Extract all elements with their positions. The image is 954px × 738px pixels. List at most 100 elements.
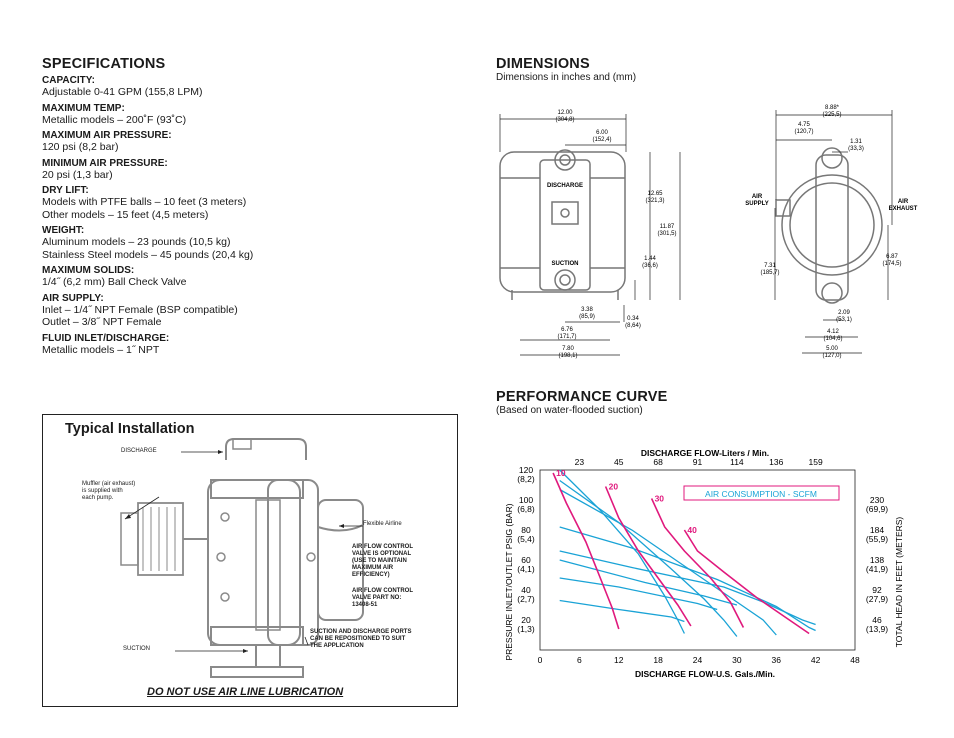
pressure-curve-line xyxy=(559,599,685,623)
dim-front-12-65: 12.65 xyxy=(647,191,663,197)
svg-text:(85,9): (85,9) xyxy=(579,314,595,320)
y2-tick-label: 92 xyxy=(872,585,882,595)
spec-values: 1/4˝ (6,2 mm) Ball Check Valve xyxy=(42,276,342,289)
dim-front-6: 6.00 xyxy=(596,130,608,136)
x-tick-label: 12 xyxy=(614,655,624,665)
spec-item: WEIGHT:Aluminum models – 23 pounds (10,5… xyxy=(42,225,342,261)
y-tick-label: 80 xyxy=(521,525,531,535)
svg-text:(304,8): (304,8) xyxy=(555,117,574,123)
lubrication-warning: DO NOT USE AIR LINE LUBRICATION xyxy=(147,686,344,698)
spec-item: MAXIMUM SOLIDS:1/4˝ (6,2 mm) Ball Check … xyxy=(42,265,342,289)
spec-label: MAXIMUM TEMP: xyxy=(42,102,125,114)
dim-side-8-88: 8.88* xyxy=(825,105,840,111)
dim-front-7-80: 7.80 xyxy=(562,346,574,352)
pump-left-chamber xyxy=(207,479,301,646)
y-tick-label-bar: (4,1) xyxy=(517,564,535,574)
bolt-hole xyxy=(220,512,230,522)
pressure-curve-line xyxy=(559,479,738,637)
dimensions-title: DIMENSIONS xyxy=(496,56,590,72)
performance-title: PERFORMANCE CURVE xyxy=(496,389,668,405)
air-consumption-legend: AIR CONSUMPTION - SCFM xyxy=(705,489,817,499)
air-consumption-curve-label: 30 xyxy=(655,494,665,504)
spec-value: Stainless Steel models – 45 pounds (20,4… xyxy=(42,248,254,261)
specifications-list: CAPACITY:Adjustable 0-41 GPM (155,8 LPM)… xyxy=(42,75,342,356)
valve-optional-note: AIR FLOW CONTROL VALVE IS OPTIONAL (USE … xyxy=(352,544,413,578)
x2-tick-label: 68 xyxy=(653,457,663,467)
dim-side-7-31: 7.31 xyxy=(764,263,776,269)
svg-text:(198,1): (198,1) xyxy=(558,353,577,359)
bolt-hole xyxy=(220,592,230,602)
spec-item: CAPACITY:Adjustable 0-41 GPM (155,8 LPM) xyxy=(42,75,342,99)
y2-tick-label-meters: (55,9) xyxy=(866,534,888,544)
valve-part-note: AIR FLOW CONTROL VALVE PART NO: 13408-51 xyxy=(352,588,413,608)
dim-front-1-44: 1.44 xyxy=(644,256,656,262)
x-tick-label: 30 xyxy=(732,655,742,665)
spec-label: MAXIMUM AIR PRESSURE: xyxy=(42,130,172,141)
svg-text:(185,7): (185,7) xyxy=(760,270,779,276)
x2-tick-label: 136 xyxy=(769,457,783,467)
dim-side-1-31: 1.31 xyxy=(850,139,862,145)
y2-tick-label-meters: (69,9) xyxy=(866,504,888,514)
air-consumption-legend-box xyxy=(683,485,840,501)
spec-item: FLUID INLET/DISCHARGE:Metallic models – … xyxy=(42,333,342,357)
x-tick-label: 42 xyxy=(811,655,821,665)
flexible-airline xyxy=(317,524,364,532)
pressure-curve-line xyxy=(559,488,777,636)
spec-label: FLUID INLET/DISCHARGE: xyxy=(42,332,170,344)
x-tick-label: 18 xyxy=(653,655,663,665)
dim-side-6-87: 6.87 xyxy=(886,254,898,260)
y-tick-label-bar: (5,4) xyxy=(517,534,535,544)
front-dimension-lines xyxy=(499,114,681,356)
pressure-curve-line xyxy=(559,469,685,634)
y2-tick-label: 184 xyxy=(870,525,884,535)
top-flange xyxy=(210,479,304,499)
x2-tick-label: 159 xyxy=(809,457,823,467)
svg-text:SUPPLY: SUPPLY xyxy=(745,201,768,207)
spec-values: 120 psi (8,2 bar) xyxy=(42,141,342,154)
pressure-curve-line xyxy=(559,526,816,632)
bottom-axis-title: DISCHARGE FLOW-U.S. Gals./Min. xyxy=(635,669,775,679)
air-exhaust-label: AIR xyxy=(898,199,909,205)
pressure-curve-line xyxy=(559,577,718,611)
svg-text:(171,7): (171,7) xyxy=(557,334,576,340)
front-discharge-label: DISCHARGE xyxy=(547,183,583,189)
spec-label: MINIMUM AIR PRESSURE: xyxy=(42,157,168,169)
plot-frame xyxy=(539,469,856,651)
x2-tick-label: 45 xyxy=(614,457,624,467)
spec-value: Inlet – 1/4˝ NPT Female (BSP compatible) xyxy=(42,303,238,316)
spec-values: Inlet – 1/4˝ NPT Female (BSP compatible)… xyxy=(42,304,342,329)
y2-tick-label-meters: (13,9) xyxy=(866,624,888,634)
spec-item: DRY LIFT:Models with PTFE balls – 10 fee… xyxy=(42,185,342,221)
bolt-hole xyxy=(216,552,226,562)
x-tick-label: 0 xyxy=(538,655,543,665)
spec-value: Adjustable 0-41 GPM (155,8 LPM) xyxy=(42,86,203,98)
x-tick-label: 24 xyxy=(693,655,703,665)
y2-tick-label-meters: (41,9) xyxy=(866,564,888,574)
flexible-airline-label: Flexible Airline xyxy=(363,521,402,527)
y-tick-label: 20 xyxy=(521,615,531,625)
front-view-drawing xyxy=(499,149,626,300)
x-tick-label: 48 xyxy=(850,655,860,665)
spec-label: MAXIMUM SOLIDS: xyxy=(42,265,135,276)
installation-drawing xyxy=(120,438,364,678)
svg-text:(53,1): (53,1) xyxy=(836,317,852,323)
discharge-elbow xyxy=(232,438,252,450)
x-tick-label: 6 xyxy=(577,655,582,665)
y-tick-label-bar: (8,2) xyxy=(517,474,535,484)
dim-front-3-38: 3.38 xyxy=(581,307,593,313)
spec-value: Other models – 15 feet (4,5 meters) xyxy=(42,208,209,221)
bolt-hole xyxy=(306,552,316,562)
dim-side-4-75: 4.75 xyxy=(798,122,810,128)
dimension-drawings: 12.00 (304,8) 6.00 (152,4) 12.65 (321,3)… xyxy=(499,105,918,359)
muffler-cap xyxy=(120,512,139,566)
y-tick-label: 100 xyxy=(519,495,533,505)
ports-note: SUCTION AND DISCHARGE PORTS CAN BE REPOS… xyxy=(310,629,412,649)
y2-tick-label: 230 xyxy=(870,495,884,505)
spec-item: MAXIMUM TEMP:Metallic models – 200˚F (93… xyxy=(42,103,342,127)
x-tick-label: 36 xyxy=(772,655,782,665)
spec-label: WEIGHT: xyxy=(42,225,85,236)
y-tick-label-bar: (2,7) xyxy=(517,594,535,604)
spec-value: Aluminum models – 23 pounds (10,5 kg) xyxy=(42,236,231,248)
spec-item: MINIMUM AIR PRESSURE:20 psi (1,3 bar) xyxy=(42,158,342,182)
